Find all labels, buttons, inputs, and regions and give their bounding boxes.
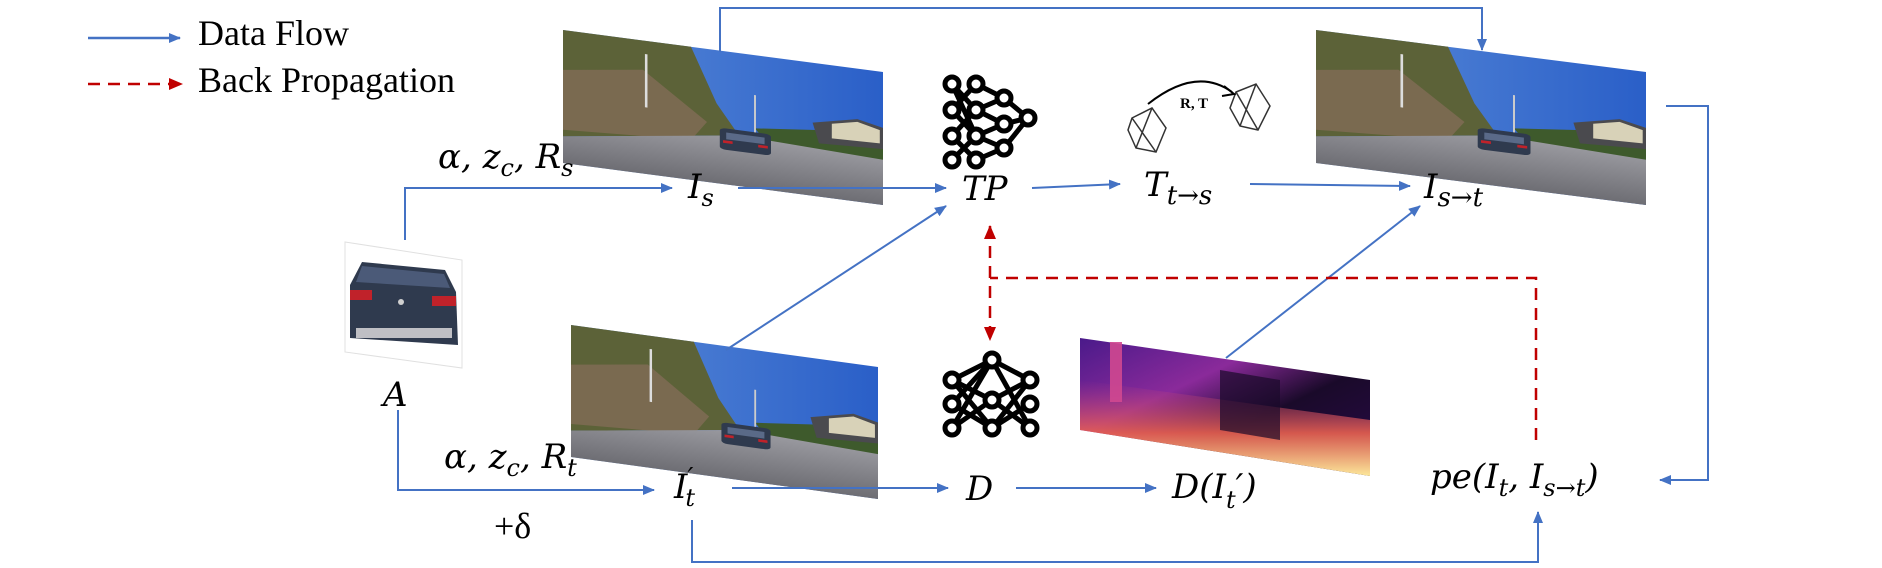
pose-net-label: TP: [962, 169, 1009, 209]
warped-road-image: [1314, 28, 1648, 207]
target-image-label: I′t: [673, 463, 695, 512]
legend-data-flow-label: Data Flow: [198, 13, 349, 53]
arrow-depth-map-to-warped: [1225, 205, 1421, 359]
arrow-asset-to-source: [404, 183, 673, 240]
arrow-warped-image-to-pe: [1659, 105, 1709, 485]
source-road-image: [561, 28, 885, 207]
neural-network-icon: [942, 74, 1038, 170]
depth-net-label: D: [965, 469, 993, 509]
data-flow-arrows: [397, 7, 1709, 563]
back-propagation-arrows: [984, 225, 1538, 440]
camera-pose-icon: [1127, 80, 1271, 153]
asset-label: A: [380, 375, 408, 415]
arrow-transform-to-warped: [1249, 180, 1411, 191]
source-image-label: Is: [687, 167, 714, 212]
depth-output-label: D(It′): [1171, 467, 1257, 514]
dense-network-icon: [942, 350, 1040, 438]
delta-label: +δ: [494, 506, 531, 546]
arrow-target-image-to-tp: [725, 205, 947, 351]
arrow-target-to-pe: [691, 511, 1543, 563]
car-image: [344, 241, 463, 369]
legend-back-propagation-label: Back Propagation: [198, 60, 455, 100]
backprop-loss-line: [990, 276, 1538, 440]
target-augmentation-label: α, zc, Rt: [444, 437, 577, 482]
source-augmentation-label: α, zc, Rs: [438, 137, 574, 182]
arrow-source-image-to-warped-image: [719, 7, 1487, 52]
arrow-asset-to-target: [397, 410, 655, 495]
warped-image-label: Is→t: [1423, 167, 1484, 213]
arrow-tp-to-transform: [1031, 179, 1121, 190]
rt-label: R, T: [1180, 96, 1208, 112]
target-road-image: [569, 323, 880, 501]
photometric-error-label: pe(It, Is→t): [1430, 457, 1599, 502]
legend: Data Flow Back Propagation: [88, 13, 455, 100]
depth-map-image: [1080, 338, 1370, 476]
transform-label: Tt→s: [1144, 165, 1212, 211]
